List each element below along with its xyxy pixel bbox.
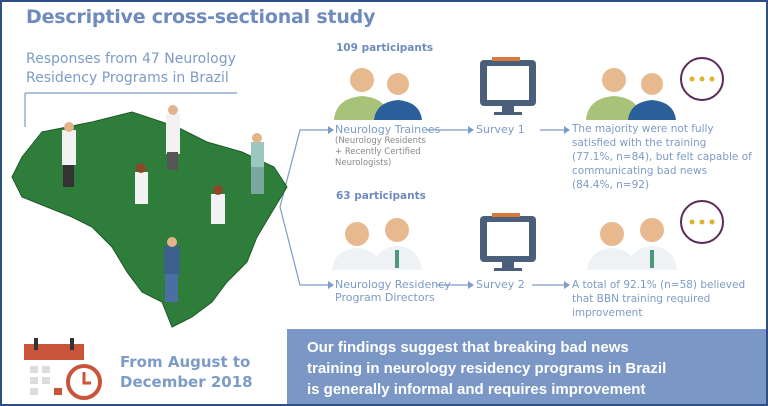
directors-people-icon: [332, 218, 422, 270]
group-label: Neurology Residency: [335, 278, 451, 291]
date-line: December 2018: [120, 373, 253, 391]
survey-1-result: The majority were not fully satisfied wi…: [572, 122, 762, 192]
group-sub-line: + Recently Certified: [335, 147, 421, 157]
trainees-people-icon: [334, 68, 422, 120]
speech-bubble-icon: [680, 57, 724, 101]
result-line: improvement: [572, 307, 643, 319]
result-line: (77.1%, n=84), but felt capable of: [572, 151, 752, 163]
responses-text: Responses from 47 Neurology Residency Pr…: [26, 50, 236, 88]
responses-line: Residency Programs in Brazil: [26, 70, 229, 86]
directors-group: Neurology Residency Program Directors: [335, 278, 451, 304]
trainees-participants-count: 109 participants: [336, 42, 434, 54]
date-line: From August to: [120, 353, 251, 371]
group-sub-line: (Neurology Residents: [335, 136, 426, 146]
result-line: A total of 92.1% (n=58) believed: [572, 279, 746, 291]
survey-2-result: A total of 92.1% (n=58) believed that BB…: [572, 278, 762, 320]
page-title: Descriptive cross-sectional study: [26, 6, 376, 28]
doctor-figures: [62, 105, 264, 302]
group-sub-line: Neurologists): [335, 158, 392, 168]
conclusion-line: is generally informal and requires impro…: [307, 381, 646, 398]
survey-monitor-icon: [480, 57, 536, 115]
calendar-clock-icon: [24, 338, 102, 404]
brazil-map: [11, 111, 288, 328]
responses-line: Responses from 47 Neurology: [26, 51, 236, 67]
trainees-result-people-icon: [586, 68, 676, 120]
conclusion-line: Our findings suggest that breaking bad n…: [307, 339, 629, 356]
result-line: (84.4%, n=92): [572, 179, 650, 191]
survey-monitor-icon: [480, 213, 536, 271]
group-label: Neurology Trainees: [335, 123, 441, 136]
directors-participants-count: 63 participants: [336, 190, 426, 202]
group-label: Program Directors: [335, 291, 435, 304]
result-line: communicating bad news: [572, 165, 708, 177]
result-line: The majority were not fully: [572, 123, 714, 135]
connector-lines: [24, 92, 564, 286]
conclusion-box: Our findings suggest that breaking bad n…: [287, 329, 766, 404]
trainees-group: Neurology Trainees (Neurology Residents …: [335, 123, 440, 169]
result-line: satisfied with the training: [572, 137, 707, 149]
survey-2-label: Survey 2: [476, 278, 525, 291]
speech-bubble-icon: [680, 200, 724, 244]
result-line: that BBN training required: [572, 293, 711, 305]
survey-1-label: Survey 1: [476, 123, 525, 136]
directors-result-people-icon: [587, 218, 677, 270]
study-period: From August to December 2018: [120, 352, 253, 392]
conclusion-line: training in neurology residency programs…: [307, 360, 667, 377]
arrowheads: [328, 126, 570, 289]
